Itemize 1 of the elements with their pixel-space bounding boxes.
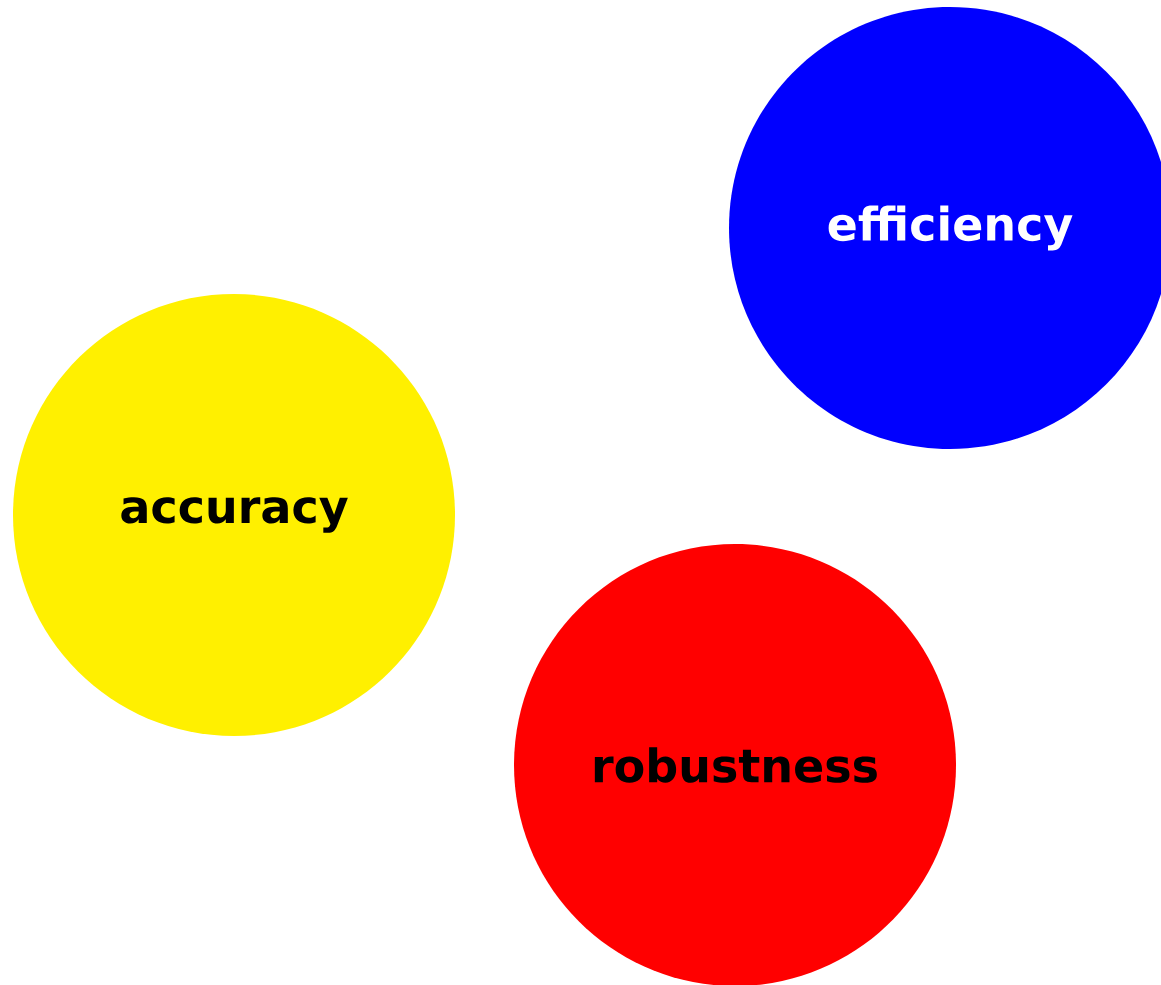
circle-node: accuracy bbox=[13, 294, 455, 736]
